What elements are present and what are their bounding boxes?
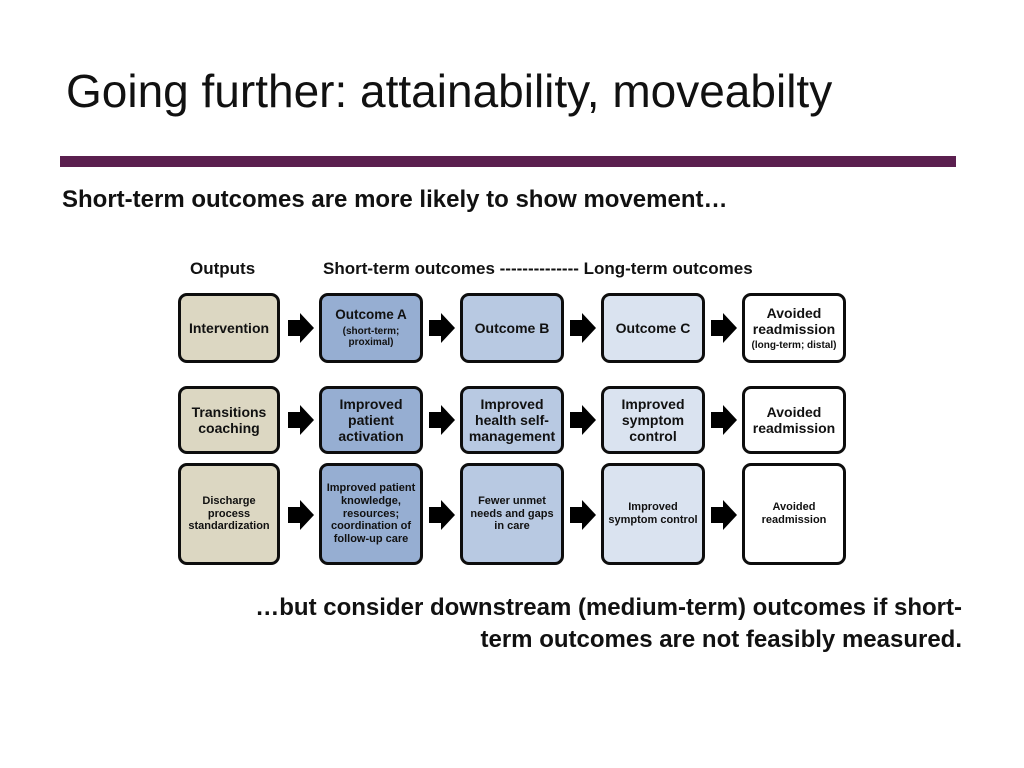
row1-final-note: (long-term; distal) [751, 339, 837, 351]
row1-final-label: Avoided readmission [752, 304, 836, 337]
slide-subtitle: Short-term outcomes are more likely to s… [62, 186, 728, 213]
row3-outcome-c-box: Improved symptom control [601, 463, 705, 565]
arrow-right-icon [711, 500, 737, 530]
row3-outcome-b-label: Fewer unmet needs and gaps in care [470, 495, 554, 533]
arrow-right-icon [288, 405, 314, 435]
row2-intervention-label: Transitions coaching [191, 403, 267, 436]
arrow-right-icon [429, 313, 455, 343]
row3-final-label: Avoided readmission [761, 501, 827, 526]
row2-intervention-box: Transitions coaching [178, 386, 280, 454]
row1-outcome-c-box: Outcome C [601, 293, 705, 363]
header-outputs: Outputs [190, 259, 256, 278]
row1-outcome-a-box: Outcome A (short-term; proximal) [319, 293, 423, 363]
row3-outcome-c-label: Improved symptom control [608, 501, 698, 526]
arrow-right-icon [711, 313, 737, 343]
arrow-right-icon [429, 405, 455, 435]
row1-intervention-label: Intervention [188, 319, 270, 336]
row3-outcome-b-box: Fewer unmet needs and gaps in care [460, 463, 564, 565]
arrow-right-icon [570, 500, 596, 530]
row1-outcome-c-label: Outcome C [615, 319, 691, 336]
row1-outcome-b-label: Outcome B [474, 319, 550, 336]
row2-outcome-c-box: Improved symptom control [601, 386, 705, 454]
row1-outcome-a-note: (short-term; proximal) [342, 325, 400, 349]
row3-final-box: Avoided readmission [742, 463, 846, 565]
footer-line-1: …but consider downstream (medium-term) o… [255, 594, 962, 621]
row2-outcome-b-box: Improved health self-management [460, 386, 564, 454]
row3-intervention-label: Discharge process standardization [188, 495, 270, 533]
arrow-right-icon [570, 405, 596, 435]
arrow-right-icon [288, 313, 314, 343]
slide-title: Going further: attainability, moveabilty [66, 65, 833, 117]
arrow-right-icon [570, 313, 596, 343]
row2-outcome-c-label: Improved symptom control [621, 395, 685, 445]
footer-line-2: term outcomes are not feasibly measured. [480, 626, 963, 654]
row1-intervention-box: Intervention [178, 293, 280, 363]
header-outcomes: Short-term outcomes -------------- Long-… [323, 259, 753, 278]
arrow-right-icon [429, 500, 455, 530]
row2-outcome-a-box: Improved patient activation [319, 386, 423, 454]
row2-final-label: Avoided readmission [752, 403, 836, 436]
row2-outcome-b-label: Improved health self-management [468, 395, 556, 445]
row2-final-box: Avoided readmission [742, 386, 846, 454]
row3-intervention-box: Discharge process standardization [178, 463, 280, 565]
row1-outcome-b-box: Outcome B [460, 293, 564, 363]
row2-outcome-a-label: Improved patient activation [338, 395, 404, 445]
arrow-right-icon [288, 500, 314, 530]
arrow-right-icon [711, 405, 737, 435]
row3-outcome-a-box: Improved patient knowledge, resources; c… [319, 463, 423, 565]
row1-outcome-a-label: Outcome A [335, 307, 407, 323]
row1-final-box: Avoided readmission (long-term; distal) [742, 293, 846, 363]
row3-outcome-a-label: Improved patient knowledge, resources; c… [326, 482, 416, 545]
title-divider [60, 156, 956, 167]
footer-note: …but consider downstream (medium-term) o… [42, 592, 962, 657]
